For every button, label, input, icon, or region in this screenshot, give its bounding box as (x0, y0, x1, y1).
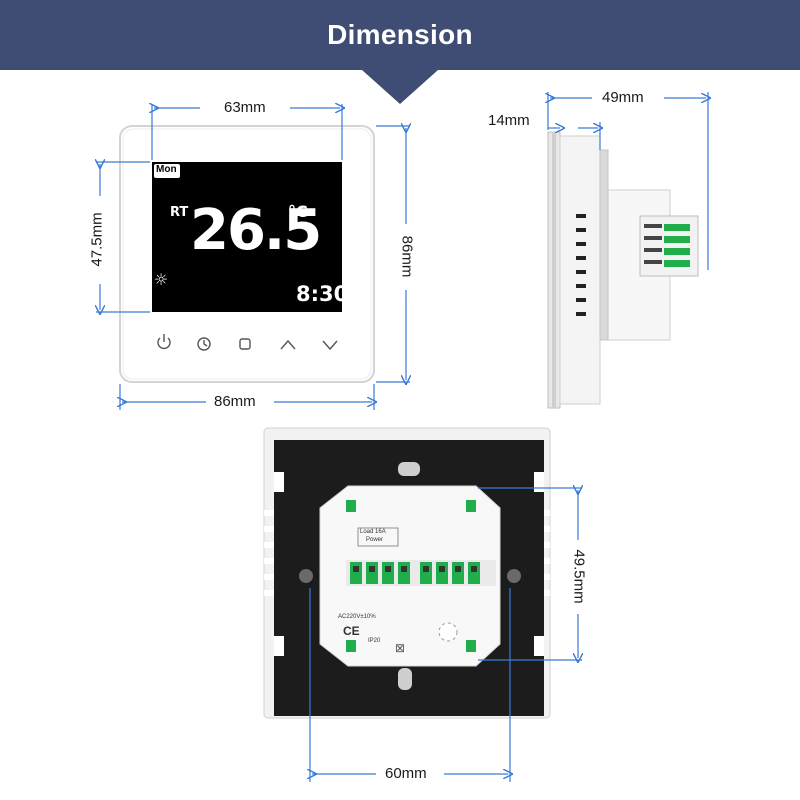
temperature-unit: °C (288, 202, 308, 221)
mode-label: RT (170, 205, 189, 220)
side-depth-label: 49mm (602, 89, 644, 106)
module-height-label: 49.5mm (570, 549, 588, 604)
down-chevron-icon (322, 340, 338, 351)
bottom-mount-slot (398, 668, 412, 690)
page-title: Dimension (327, 19, 473, 50)
clock-readout: 8:30 (296, 282, 349, 306)
front-buttons (157, 334, 338, 351)
day-badge: Mon (156, 164, 177, 175)
power-icon (157, 334, 171, 350)
left-screw-hole (299, 569, 313, 583)
side-green-terminals (664, 224, 690, 267)
header-notch (362, 70, 438, 104)
sun-icon: ☼ (154, 270, 168, 289)
ce-mark: CE (343, 624, 360, 638)
lcd-screen (152, 162, 342, 312)
voltage-label: AC220V±10% (338, 614, 376, 620)
ip-label: IP20 (368, 638, 381, 644)
module-width-label: 60mm (385, 765, 427, 782)
temperature-readout: 26.5 (190, 198, 322, 263)
side-vents (576, 214, 586, 316)
screen-width-label: 63mm (224, 99, 266, 116)
power-label: Power (366, 537, 384, 543)
total-height-label: 86mm (398, 235, 416, 278)
total-width-label: 86mm (214, 393, 256, 410)
load-label: Load 16A (360, 529, 386, 535)
front-view: ☼ (96, 104, 410, 410)
top-mount-slot (398, 462, 420, 476)
thermostat-front-bezel (122, 128, 372, 380)
right-screw-hole (507, 569, 521, 583)
clock-icon (197, 337, 211, 351)
day-badge-box (154, 164, 180, 178)
terminal-row (346, 560, 496, 586)
up-chevron-icon (280, 339, 296, 350)
header-banner (0, 0, 800, 70)
menu-square-icon (239, 338, 251, 350)
side-view (548, 92, 708, 409)
plate-depth-label: 14mm (488, 112, 530, 129)
module-corner-terminals (346, 500, 476, 652)
back-view: ⊠ (263, 427, 582, 782)
weee-bin-icon: ⊠ (395, 641, 405, 655)
reset-button (438, 622, 458, 642)
screen-height-label: 47.5mm (88, 212, 106, 267)
